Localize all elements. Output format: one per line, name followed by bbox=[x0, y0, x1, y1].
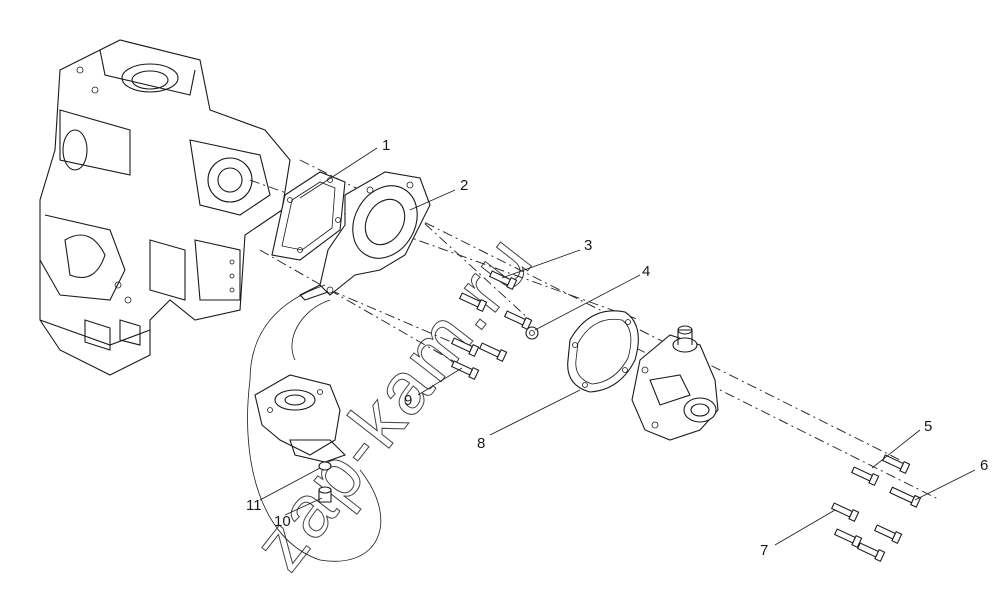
detail-loop-line bbox=[247, 284, 382, 562]
bolts-group-9 bbox=[450, 270, 533, 381]
bolts-group-5-6-7 bbox=[830, 454, 922, 563]
seal-part-11 bbox=[318, 461, 332, 471]
callout-8: 8 bbox=[477, 435, 485, 452]
leader-lines bbox=[259, 147, 976, 546]
nut-part-4 bbox=[525, 326, 539, 340]
pump-housing-part-2 bbox=[299, 171, 431, 301]
callout-2: 2 bbox=[460, 177, 468, 194]
callout-5: 5 bbox=[924, 418, 932, 435]
callout-4: 4 bbox=[642, 263, 650, 280]
gasket-part-1 bbox=[271, 171, 346, 261]
callout-3: 3 bbox=[584, 237, 592, 254]
callout-10: 10 bbox=[274, 513, 291, 530]
plug-part-10 bbox=[318, 486, 332, 503]
pump-gasket-part-8 bbox=[567, 310, 639, 393]
callout-6: 6 bbox=[980, 457, 988, 474]
detail-loop-line-2 bbox=[291, 299, 331, 361]
water-pump bbox=[631, 325, 719, 441]
callout-9: 9 bbox=[404, 392, 412, 409]
callout-1: 1 bbox=[382, 137, 390, 154]
callout-11: 11 bbox=[246, 497, 262, 514]
detail-plate bbox=[254, 374, 347, 463]
callout-7: 7 bbox=[760, 542, 768, 559]
engine-block bbox=[39, 39, 291, 376]
callout-labels: 1 2 3 4 5 6 7 8 9 10 11 bbox=[246, 137, 988, 559]
